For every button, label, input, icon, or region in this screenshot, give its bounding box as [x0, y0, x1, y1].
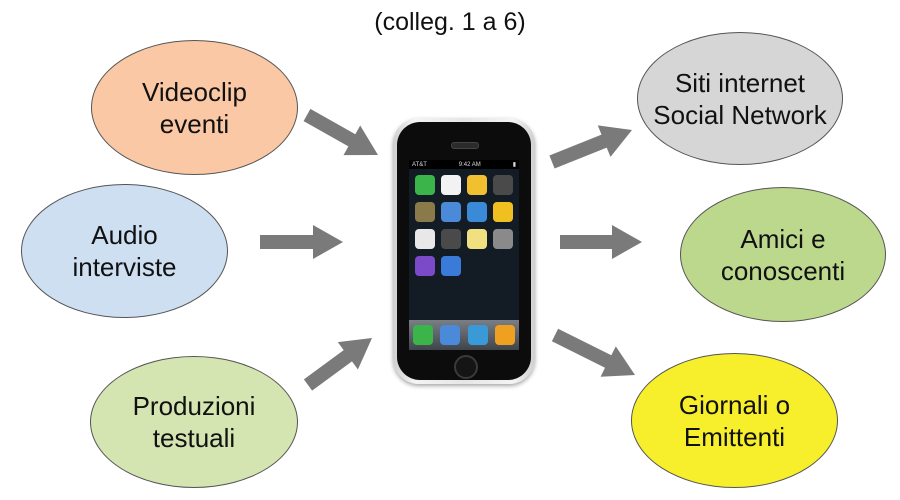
app-icon [493, 229, 513, 249]
phone-time: 9:42 AM [458, 161, 481, 168]
node-audio-interviste: Audio interviste [21, 184, 228, 318]
smartphone-image: AT&T 9:42 AM ▮ [393, 118, 535, 384]
phone-body: AT&T 9:42 AM ▮ [397, 122, 531, 380]
phone-carrier: AT&T [412, 161, 427, 168]
app-icon [415, 256, 435, 276]
phone-speaker [451, 142, 479, 149]
node-produzioni-testuali: Produzioni testuali [90, 356, 298, 488]
node-label: Amici e conoscenti [720, 223, 846, 286]
app-icon [467, 229, 487, 249]
app-icon [467, 202, 487, 222]
app-icon [415, 202, 435, 222]
app-icon [493, 202, 513, 222]
node-giornali-o-emittenti: Giornali o Emittenti [631, 353, 838, 488]
battery-icon: ▮ [512, 162, 516, 168]
app-icon [441, 256, 461, 276]
app-icon [441, 202, 461, 222]
node-label: Produzioni testuali [132, 391, 256, 453]
node-label: Videoclip eventi [141, 76, 248, 139]
app-icon [441, 229, 461, 249]
app-icon [415, 229, 435, 249]
phone-status-bar: AT&T 9:42 AM ▮ [409, 160, 519, 169]
node-videoclip-eventi: Videoclip eventi [91, 40, 298, 175]
node-label: Audio interviste [72, 220, 177, 282]
arrow-audio-to-phone [260, 225, 343, 259]
node-amici-e-conoscenti: Amici e conoscenti [680, 187, 886, 322]
phone-screen: AT&T 9:42 AM ▮ [409, 160, 519, 350]
arrow-phone-to-amici [560, 225, 642, 259]
dock-app-icon [495, 325, 516, 345]
diagram-title: (colleg. 1 a 6) [374, 8, 526, 36]
app-icon [493, 175, 513, 195]
arrow-phone-to-giornali [551, 328, 635, 377]
app-icon [467, 175, 487, 195]
app-icon [441, 175, 461, 195]
dock-app-icon [412, 325, 433, 345]
arrow-videoclip-to-phone [303, 108, 378, 156]
home-button [454, 355, 478, 379]
dock-app-icon [440, 325, 461, 345]
app-icon [415, 175, 435, 195]
node-label: Giornali o Emittenti [678, 389, 791, 452]
node-siti-internet-social-network: Siti internet Social Network [637, 32, 843, 165]
dock-app-icon [467, 325, 488, 345]
app-grid [409, 169, 519, 276]
arrow-produzioni-to-phone [303, 338, 372, 391]
app-dock [409, 320, 519, 350]
arrow-phone-to-siti [549, 125, 632, 169]
node-label: Siti internet Social Network [653, 67, 827, 130]
